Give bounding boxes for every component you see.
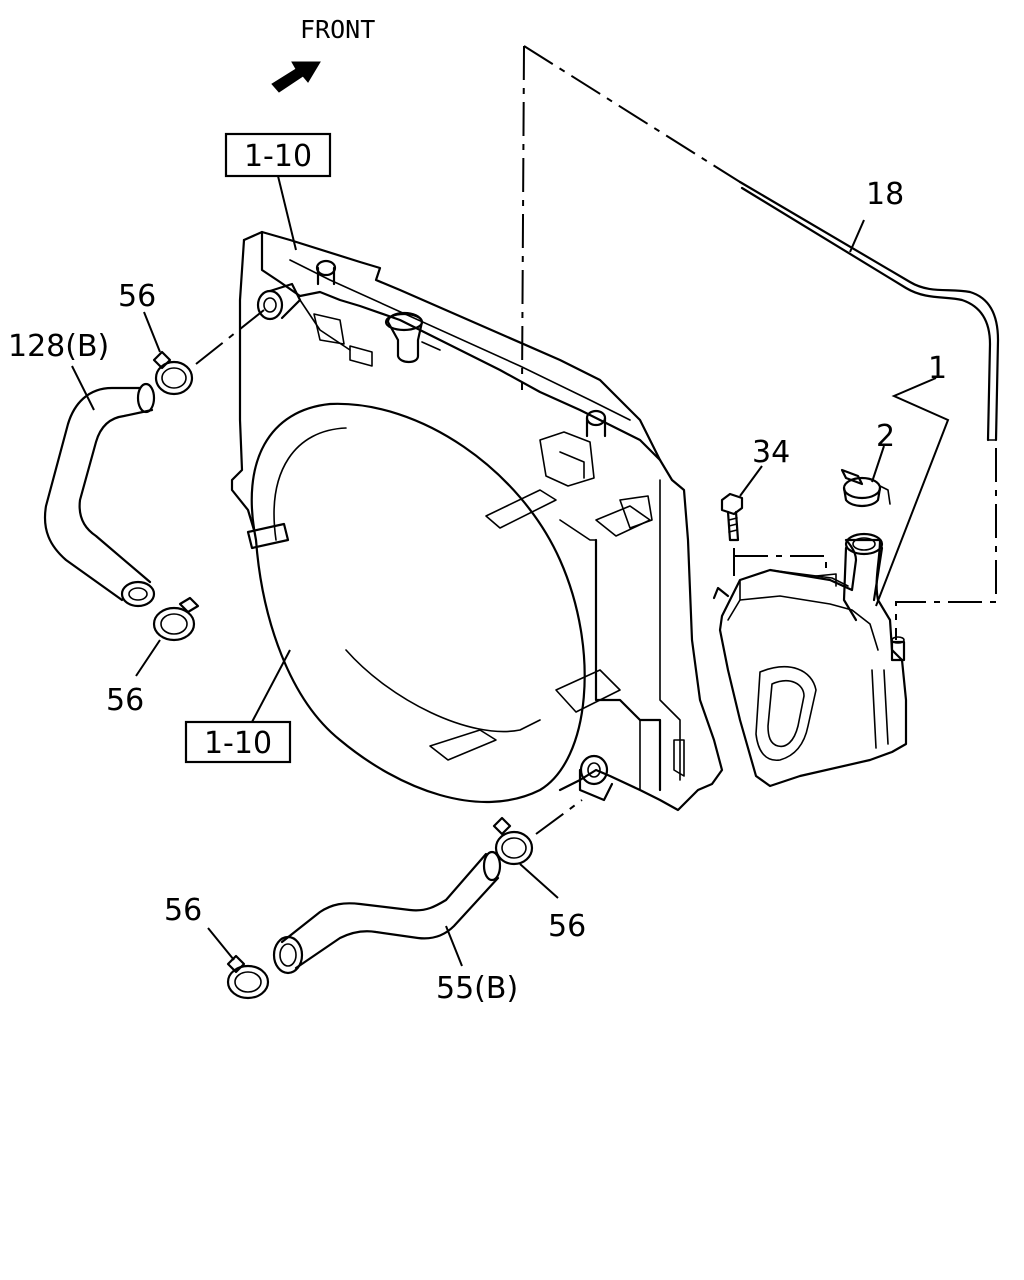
lower-hose-centerline <box>535 799 583 835</box>
bolt-centerline <box>733 548 827 576</box>
pipe-centerline-top <box>523 45 741 183</box>
callout-reserve-tank: 1 <box>928 351 947 386</box>
lower-radiator-hose <box>272 850 502 975</box>
reserve-tank <box>712 532 908 788</box>
ref-box-top <box>224 132 332 178</box>
callout-upper-hose: 128(B) <box>8 329 109 364</box>
ref-box-bottom <box>184 720 292 764</box>
ref-label-bottom: 1-10 <box>204 726 272 761</box>
callout-overflow-pipe: 18 <box>866 177 904 212</box>
leader-lines <box>71 175 950 967</box>
reserve-tank-cap <box>840 468 891 508</box>
hose-clamp-lower-right <box>492 816 534 866</box>
callout-lower-hose: 55(B) <box>436 971 518 1006</box>
hose-clamp-upper-bottom <box>152 596 200 642</box>
front-label: FRONT <box>300 15 375 44</box>
hose-clamp-lower-left <box>226 954 270 1000</box>
upper-radiator-hose <box>43 382 156 608</box>
ref-label-top: 1-10 <box>244 139 312 174</box>
pipe-centerline-vertical <box>521 45 525 391</box>
callout-clamp-upper-top: 56 <box>118 279 156 314</box>
mounting-bolt <box>720 492 744 542</box>
callout-clamp-upper-bottom: 56 <box>106 683 144 718</box>
callout-tank-cap: 2 <box>876 419 895 454</box>
overflow-pipe <box>738 180 1000 442</box>
front-arrow-icon <box>271 61 321 93</box>
upper-hose-centerline <box>195 309 265 365</box>
callout-clamp-lower-left: 56 <box>164 893 202 928</box>
callout-clamp-lower-right: 56 <box>548 909 586 944</box>
callout-bolt: 34 <box>752 435 790 470</box>
radiator-assembly <box>230 230 724 812</box>
hose-clamp-upper-top <box>152 350 194 396</box>
pipe-centerline-tank <box>895 448 997 640</box>
